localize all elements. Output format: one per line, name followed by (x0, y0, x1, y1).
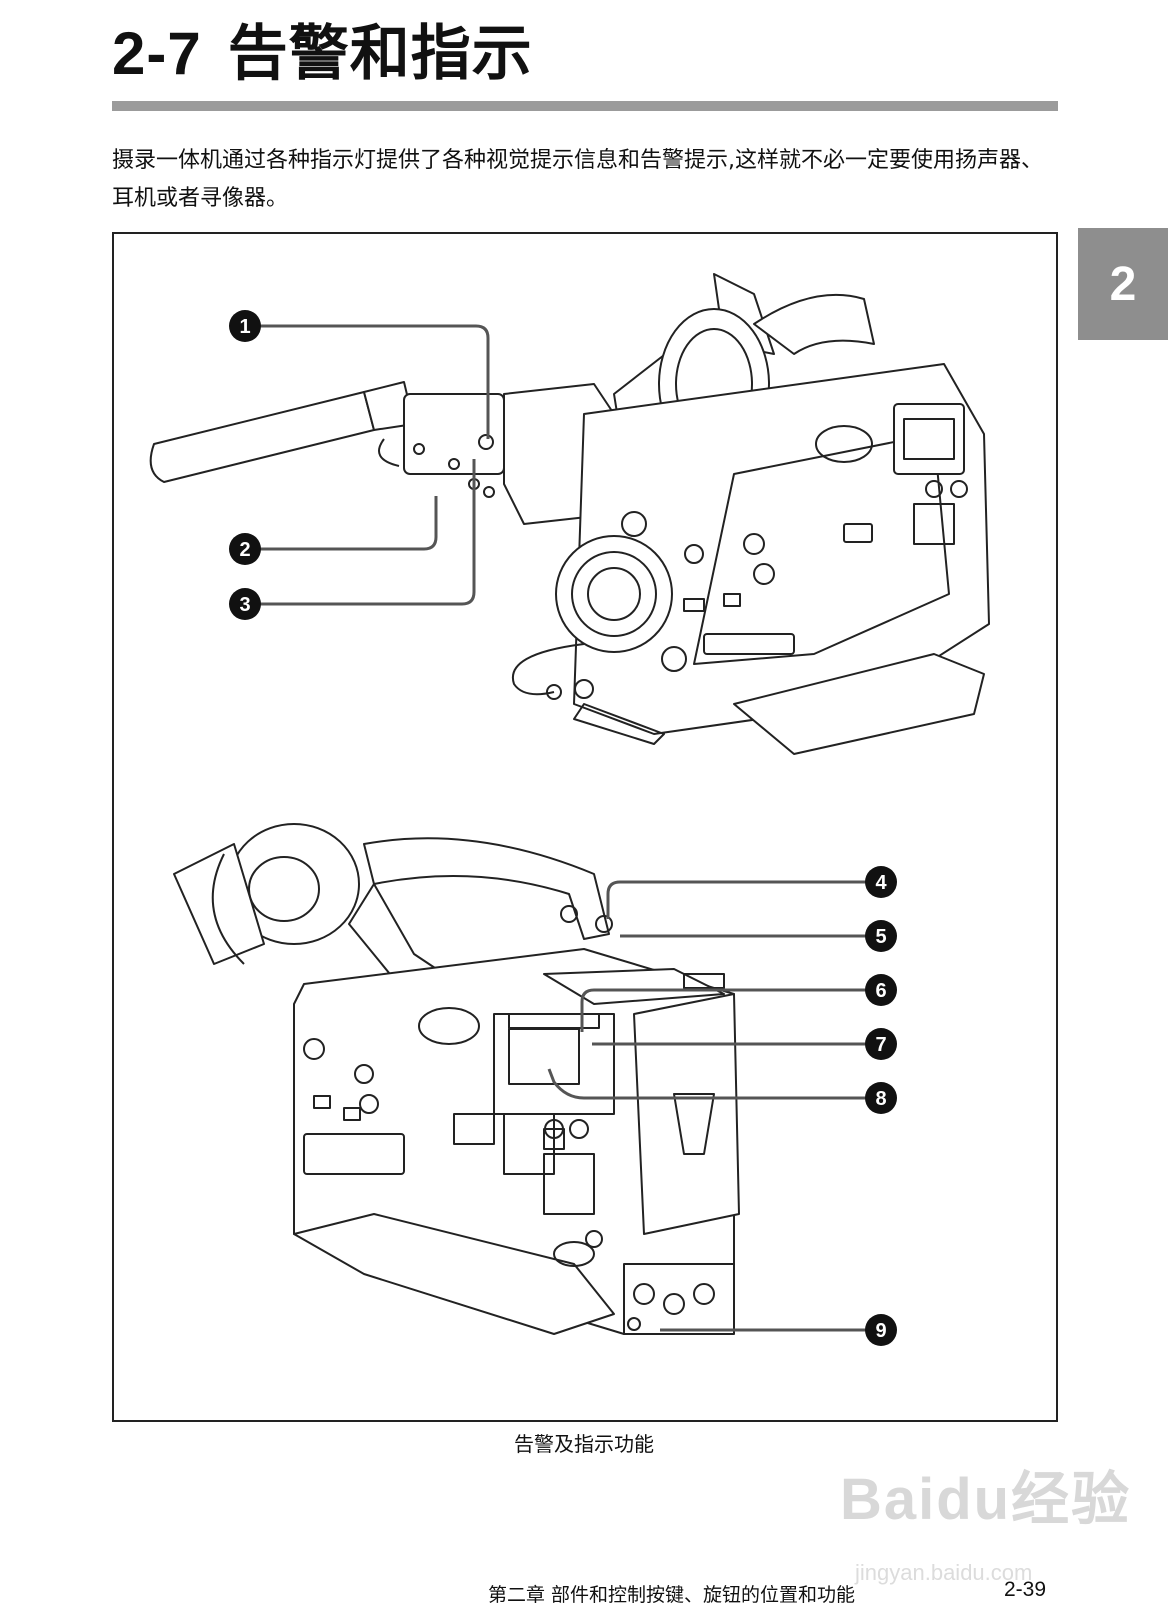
camera-figure: 1 2 3 4 5 6 7 8 (112, 232, 1058, 1422)
leader-line-4 (606, 880, 866, 919)
svg-text:8: 8 (875, 1088, 886, 1110)
svg-text:9: 9 (875, 1320, 886, 1342)
callout-2: 2 (229, 533, 261, 565)
svg-text:6: 6 (875, 980, 886, 1002)
leader-line-1 (260, 324, 490, 439)
chapter-tab: 2 (1078, 228, 1168, 340)
svg-text:4: 4 (875, 872, 887, 894)
leader-line-3 (260, 459, 476, 606)
upper-camera-drawing (149, 273, 990, 755)
svg-text:3: 3 (239, 594, 250, 616)
title-rule (112, 101, 1058, 111)
baidu-watermark: Baidu经验 (840, 1467, 1132, 1532)
leader-line-6 (580, 988, 866, 1032)
footer-chapter: 第二章 部件和控制按键、旋钮的位置和功能 (488, 1584, 856, 1606)
page-number: 2-39 (1004, 1578, 1047, 1601)
section-title: 告警和指示 (227, 19, 533, 89)
figure-caption: 告警及指示功能 (514, 1432, 654, 1456)
callout-1: 1 (229, 310, 261, 342)
callout-5: 5 (865, 920, 897, 952)
leader-line-8 (547, 1068, 866, 1100)
baidu-watermark-url: jingyan.baidu.com (855, 1560, 1033, 1585)
intro-paragraph: 摄录一体机通过各种指示灯提供了各种视觉提示信息和告警提示,这样就不必一定要使用扬… (112, 148, 1043, 211)
callout-4: 4 (865, 866, 897, 898)
leader-lines (260, 324, 866, 1332)
leader-line-2 (260, 496, 438, 551)
callout-7: 7 (865, 1028, 897, 1060)
section-number: 2-7 (112, 20, 202, 87)
callout-8: 8 (865, 1082, 897, 1114)
svg-text:2: 2 (239, 539, 250, 561)
callout-9: 9 (865, 1314, 897, 1346)
lower-camera-drawing (173, 823, 740, 1335)
svg-text:1: 1 (239, 316, 250, 338)
camera-illustration: 1 2 3 4 5 6 7 8 (149, 273, 990, 1346)
svg-text:7: 7 (875, 1034, 886, 1056)
svg-text:5: 5 (875, 926, 886, 948)
callout-3: 3 (229, 588, 261, 620)
callout-6: 6 (865, 974, 897, 1006)
